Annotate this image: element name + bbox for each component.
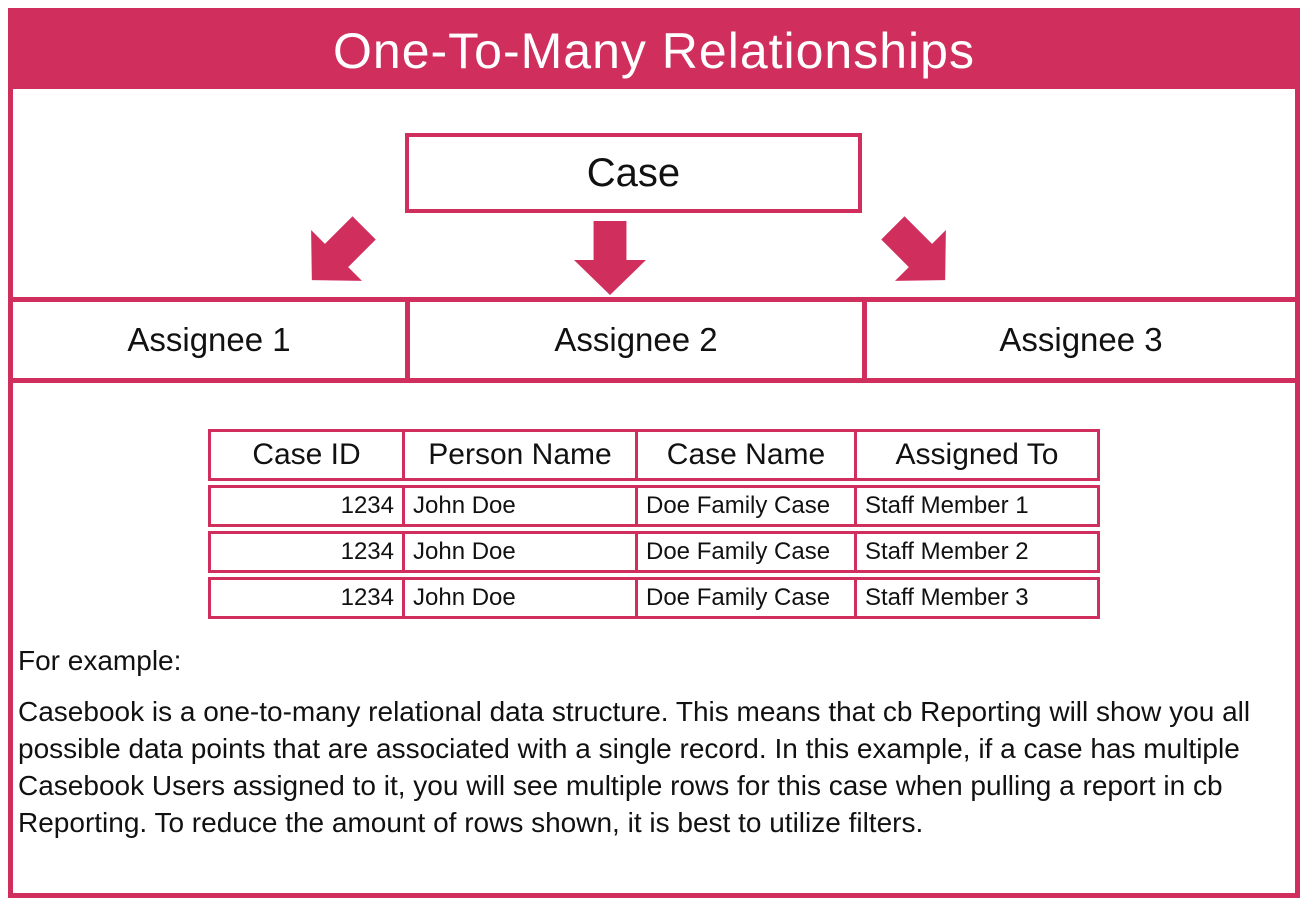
- down-right-arrow-icon: [867, 202, 970, 305]
- header-bar: One-To-Many Relationships: [13, 13, 1295, 89]
- case-diagram-section: Case: [13, 89, 1295, 302]
- notes-body: Casebook is a one-to-many relational dat…: [18, 696, 1251, 838]
- table-header-cell: Case Name: [638, 432, 857, 478]
- table-cell: John Doe: [405, 580, 638, 616]
- table-cell: Staff Member 2: [865, 538, 1029, 565]
- notes-intro: For example:: [18, 645, 182, 676]
- table-cell: 1234: [211, 488, 405, 524]
- assignee-box-1: Assignee 1: [13, 302, 405, 378]
- table-cell: Doe Family Case: [638, 580, 857, 616]
- table-cell: 1234: [211, 534, 405, 570]
- table-header-cell: Person Name: [405, 432, 638, 478]
- explanation-notes: For example: Casebook is a one-to-many r…: [18, 645, 1294, 841]
- down-left-arrow-icon: [286, 202, 389, 305]
- assignee-box-2: Assignee 2: [405, 302, 862, 378]
- case-box-label: Case: [586, 150, 681, 195]
- assignee-box-3: Assignee 3: [862, 302, 1295, 378]
- table-cell: Staff Member 1: [865, 492, 1029, 519]
- assignee-label: Assignee 2: [554, 321, 718, 358]
- table-cell: 1234: [211, 580, 405, 616]
- table-cell: Doe Family Case: [638, 488, 857, 524]
- assignee-label: Assignee 3: [999, 321, 1163, 358]
- down-arrow-icon: [574, 221, 646, 295]
- table-cell: Doe Family Case: [638, 534, 857, 570]
- assignee-label: Assignee 1: [127, 321, 291, 358]
- table-cell: John Doe: [405, 488, 638, 524]
- table-cell: Staff Member 3: [865, 584, 1029, 611]
- page-title: One-To-Many Relationships: [333, 23, 975, 79]
- table-header-cell: Case ID: [211, 432, 405, 478]
- table-cell: John Doe: [405, 534, 638, 570]
- infographic-panel: One-To-Many Relationships Case Assignee …: [8, 8, 1300, 898]
- assignee-row: Assignee 1 Assignee 2 Assignee 3: [13, 302, 1295, 383]
- table-header-cell: Assigned To: [895, 438, 1059, 471]
- case-box: Case: [405, 133, 862, 213]
